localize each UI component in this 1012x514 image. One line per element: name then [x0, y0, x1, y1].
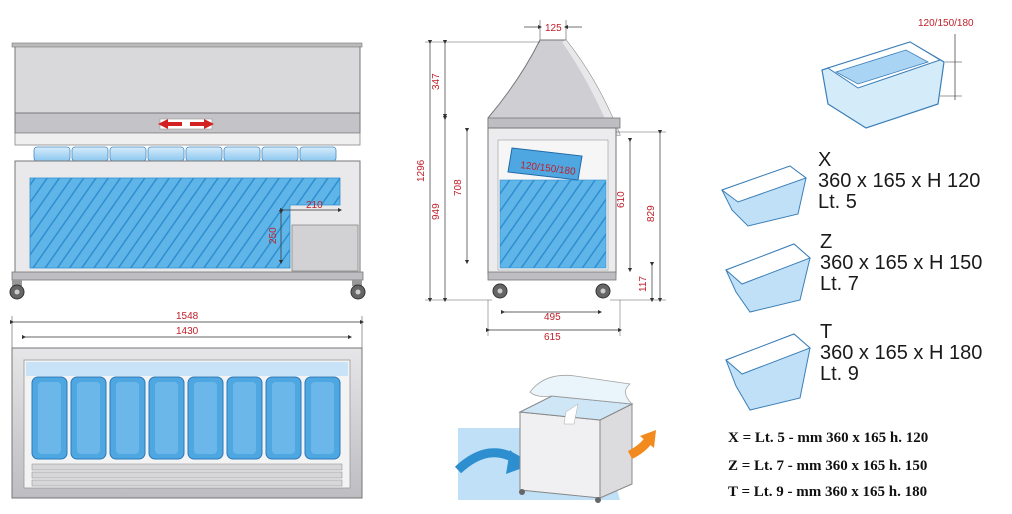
- pan-size: 360 x 165 x H 150: [820, 252, 983, 274]
- front-wheel-icon: [9, 280, 366, 300]
- pan-spec-x: X 360 x 165 x H 120 Lt. 5: [818, 150, 980, 213]
- dim-495: 495: [544, 312, 561, 323]
- dim-829: 829: [646, 205, 657, 222]
- legend-line-x: X = Lt. 5 - mm 360 x 165 h. 120: [728, 430, 929, 446]
- dim-615: 615: [544, 332, 561, 343]
- legend-line-z: Z = Lt. 7 - mm 360 x 165 h. 150: [728, 458, 928, 474]
- pan-size: 360 x 165 x H 120: [818, 170, 981, 192]
- front-view: 210 250: [9, 42, 366, 300]
- pan-spec-t: T 360 x 165 x H 180 Lt. 9: [820, 322, 982, 385]
- dim-117: 117: [638, 276, 649, 292]
- dim-125: 125: [545, 23, 562, 34]
- pan-code: X: [818, 149, 832, 171]
- dim-1430: 1430: [176, 326, 199, 337]
- dim-347: 347: [431, 73, 442, 90]
- pan-detail: 120/150/180: [821, 18, 974, 129]
- airflow-diagram: [454, 374, 656, 503]
- dim-1548: 1548: [176, 311, 199, 322]
- front-ice-area: [29, 177, 341, 269]
- pan-volume: Lt. 7: [820, 273, 859, 295]
- pan-volume: Lt. 5: [818, 191, 857, 213]
- side-view: 125 120/150/180 1296 347 949 708: [416, 20, 666, 343]
- pan-size: 360 x 165 x H 180: [820, 342, 983, 364]
- dim-1296: 1296: [416, 159, 427, 182]
- top-pans-row: [31, 376, 341, 460]
- pan-spec-z: Z 360 x 165 x H 150 Lt. 7: [820, 232, 982, 295]
- side-wheel-icon: [492, 283, 611, 299]
- side-tray: 120/150/180: [507, 147, 583, 181]
- pan-code: T: [820, 321, 833, 343]
- pan-code: Z: [820, 231, 833, 253]
- top-view: 1548 1430: [9, 311, 365, 499]
- pan-x-icon: [720, 165, 808, 227]
- legend-line-t: T = Lt. 9 - mm 360 x 165 h. 180: [728, 484, 928, 500]
- pan-volume: Lt. 9: [820, 363, 859, 385]
- pan-t-icon: [725, 333, 811, 411]
- dim-949: 949: [431, 203, 442, 220]
- pan-z-icon: [725, 243, 811, 313]
- dim-250: 250: [268, 227, 279, 244]
- sliding-door-arrows-icon: [158, 118, 214, 130]
- dim-210: 210: [306, 200, 323, 211]
- front-pans-row: [33, 146, 337, 162]
- dim-610: 610: [616, 191, 627, 208]
- top-view-grille: [31, 463, 343, 487]
- side-ice-area: [499, 179, 607, 269]
- pan-dim-label: 120/150/180: [918, 18, 974, 29]
- dim-708: 708: [453, 179, 464, 196]
